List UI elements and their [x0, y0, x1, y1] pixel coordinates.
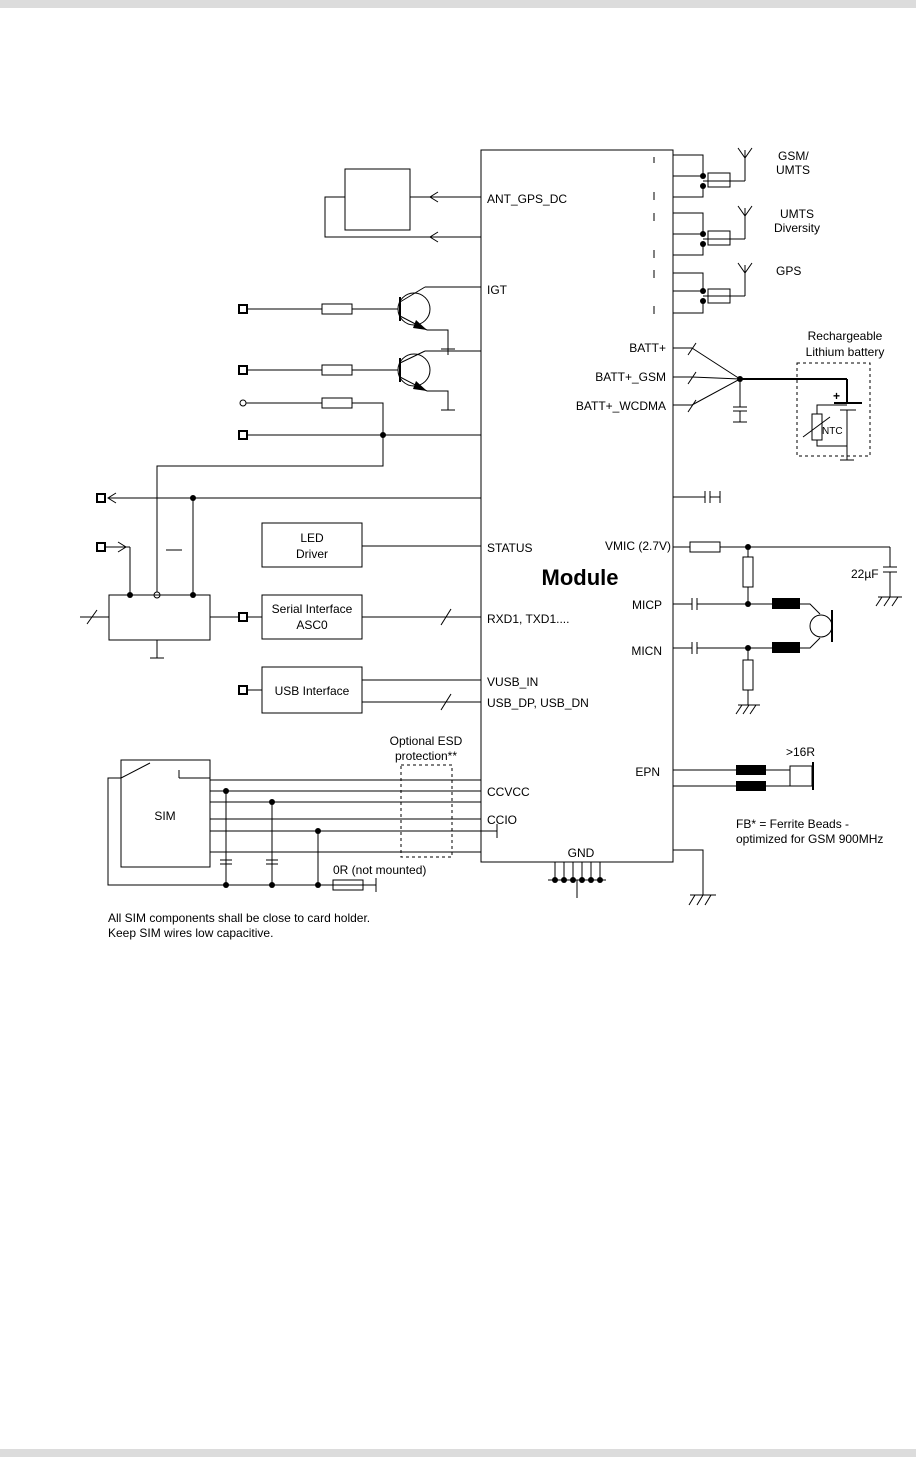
- microphone-section: 22µF: [673, 541, 902, 715]
- level-shifter: [80, 492, 481, 659]
- antenna-gps: GPS: [653, 262, 801, 314]
- pin-micp: MICP: [632, 598, 662, 612]
- pin-ccio: CCIO: [487, 813, 517, 827]
- bottom-border: [0, 1449, 916, 1457]
- pin-igt: IGT: [487, 283, 508, 297]
- cap-22uf-label: 22µF: [851, 567, 879, 581]
- esd-label-1: Optional ESD: [390, 734, 463, 748]
- led-driver-label-2: Driver: [296, 547, 328, 561]
- antenna-gps-label: GPS: [776, 264, 801, 278]
- gnd-pins: [548, 862, 606, 898]
- pin-vmic: VMIC (2.7V): [605, 539, 671, 553]
- emerg-off-network: [156, 397, 481, 595]
- pin-batt-gsm: BATT+_GSM: [595, 370, 666, 384]
- pin-usb-dp-dn: USB_DP, USB_DN: [487, 696, 589, 710]
- module-ground: [673, 849, 716, 906]
- esd-protection: Optional ESD protection**: [390, 734, 463, 858]
- pin-ant-gps-dc: ANT_GPS_DC: [487, 192, 567, 206]
- module-block: Module: [480, 149, 674, 863]
- pin-rxd-txd: RXD1, TXD1....: [487, 612, 569, 626]
- pin-ccvcc: CCVCC: [487, 785, 530, 799]
- antenna-umts-diversity: UMTS Diversity: [653, 205, 820, 258]
- antenna-umts-label-2: Diversity: [774, 221, 820, 235]
- usb-interface-block: USB Interface: [238, 666, 481, 714]
- module-title: Module: [542, 565, 619, 590]
- sim-label: SIM: [154, 809, 175, 823]
- ferrite-note-1: FB* = Ferrite Beads -: [736, 817, 849, 831]
- ant-gps-dc-block: [324, 168, 481, 243]
- pin-vusb-in: VUSB_IN: [487, 675, 538, 689]
- led-driver-label-1: LED: [300, 531, 324, 545]
- igt-transistor-1: [238, 286, 481, 355]
- coupling-cap: [673, 491, 721, 503]
- earpiece-section: >16R FB* = Ferrite Beads - optimized for…: [673, 745, 883, 846]
- pin-epn: EPN: [635, 765, 660, 779]
- battery-label-1: Rechargeable: [808, 329, 883, 343]
- antenna-umts-label-1: UMTS: [780, 207, 814, 221]
- antenna-gsm-label-1: GSM/: [778, 149, 809, 163]
- top-border: [0, 0, 916, 8]
- serial-interface-block: Serial Interface ASC0: [261, 594, 481, 640]
- pin-gnd: GND: [568, 846, 595, 860]
- note-line-1: All SIM components shall be close to car…: [108, 911, 370, 925]
- pin-status: STATUS: [487, 541, 533, 555]
- antenna-gsm-label-2: UMTS: [776, 163, 810, 177]
- sim-section: SIM 0R (not mounted): [107, 759, 498, 892]
- pin-micn: MICN: [631, 644, 662, 658]
- zero-ohm-label: 0R (not mounted): [333, 863, 426, 877]
- battery-label-2: Lithium battery: [806, 345, 885, 359]
- ferrite-note-2: optimized for GSM 900MHz: [736, 832, 883, 846]
- battery-plus: +: [833, 389, 840, 403]
- speaker-label: >16R: [786, 745, 815, 759]
- pin-batt-plus: BATT+: [629, 341, 666, 355]
- esd-label-2: protection**: [395, 749, 457, 763]
- usb-interface-label: USB Interface: [275, 684, 350, 698]
- igt-transistor-2: [238, 350, 481, 411]
- serial-interface-label-1: Serial Interface: [272, 602, 353, 616]
- battery-section: Rechargeable Lithium battery + NTC: [673, 329, 885, 461]
- serial-interface-label-2: ASC0: [296, 618, 328, 632]
- ntc-label: NTC: [822, 426, 843, 437]
- pin-batt-wcdma: BATT+_WCDMA: [576, 399, 666, 413]
- note-line-2: Keep SIM wires low capacitive.: [108, 926, 273, 940]
- led-driver-block: LED Driver: [261, 522, 481, 568]
- antenna-gsm-umts: GSM/ UMTS: [653, 147, 810, 200]
